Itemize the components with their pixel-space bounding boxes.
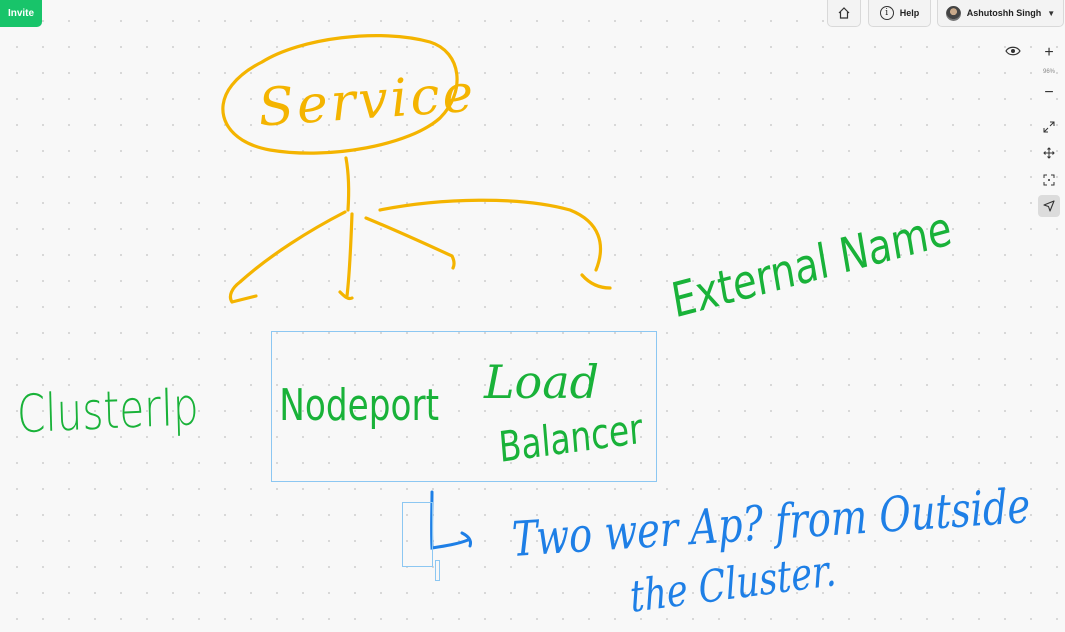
move-icon	[1043, 147, 1055, 159]
zoom-level: 96%	[1042, 69, 1055, 75]
fullscreen-button[interactable]	[1038, 116, 1060, 138]
clusterip-label: ClusterIp	[16, 376, 199, 444]
arrow-clusterip	[228, 210, 347, 304]
zoom-out-button[interactable]: −	[1044, 84, 1054, 101]
user-menu[interactable]: Ashutoshh Singh ▼	[937, 0, 1064, 27]
fit-screen-icon	[1043, 174, 1055, 186]
small-handle-box	[402, 502, 433, 567]
service-ellipse	[221, 34, 459, 155]
pointer-tool[interactable]	[1038, 195, 1060, 217]
avatar	[945, 5, 961, 21]
pan-button[interactable]	[1038, 142, 1060, 164]
stem-line	[344, 156, 351, 212]
arrow-externalname	[378, 198, 612, 290]
help-button[interactable]: i Help	[868, 0, 931, 27]
user-name: Ashutoshh Singh	[966, 8, 1042, 18]
zoom-in-button[interactable]: +	[1044, 44, 1054, 61]
chevron-down-icon: ▼	[1047, 8, 1056, 18]
nodeport-label: Nodeport	[279, 380, 439, 431]
invite-button[interactable]: Invite	[0, 0, 42, 27]
fit-screen-button[interactable]	[1038, 169, 1060, 191]
home-button[interactable]	[827, 0, 861, 27]
view-toggle[interactable]	[1002, 40, 1024, 62]
bracket-arrow	[430, 490, 472, 550]
small-handle-box-2	[435, 560, 440, 581]
external-name-label: External Name	[668, 201, 956, 329]
load-label: Load	[483, 355, 599, 409]
arrow-loadbalancer	[364, 216, 456, 270]
arrow-nodeport	[338, 212, 354, 301]
help-label: Help	[899, 8, 920, 18]
service-label: Service	[256, 64, 478, 139]
info-icon: i	[879, 6, 894, 20]
eye-icon	[1005, 46, 1021, 56]
invite-label: Invite	[7, 8, 35, 19]
balancer-label: Balancer	[497, 404, 645, 472]
pointer-icon	[1043, 200, 1055, 212]
home-icon	[838, 7, 850, 19]
selection-box	[271, 331, 657, 482]
expand-icon	[1043, 121, 1055, 133]
